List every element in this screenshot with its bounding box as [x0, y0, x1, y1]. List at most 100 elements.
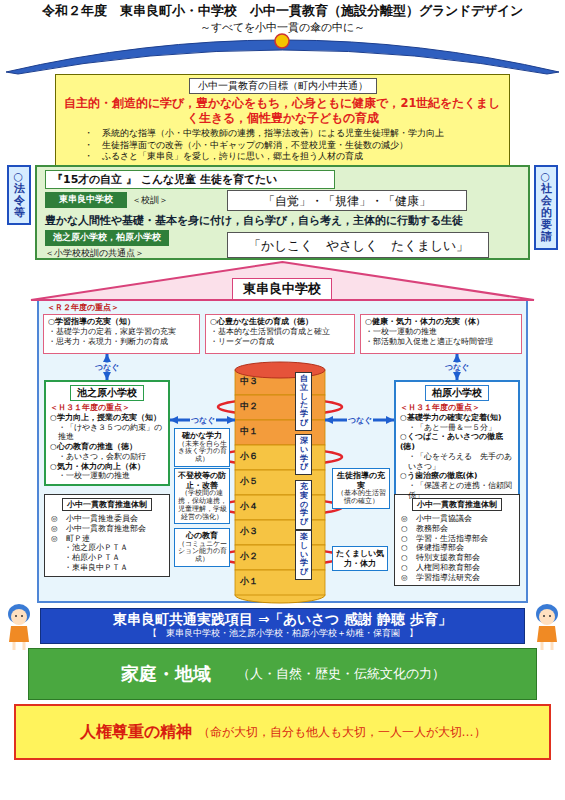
- node-text: ◎ 小中一貫教育推進部会: [48, 524, 166, 534]
- node-text: 【 東串良中学校・池之原小学校・柏原小学校＋幼稚・保育園 】: [45, 628, 520, 639]
- node-text: ・東串良中ＰＴＡ: [48, 563, 166, 573]
- mascot-right: [536, 604, 558, 650]
- node-text: ◎ 町Ｐ連: [48, 534, 166, 544]
- emblem: [275, 34, 289, 48]
- node-text: ・基本的な生活習慣の育成と確立: [210, 327, 350, 337]
- practice-band: 東串良町共通実践項目 ⇒「あいさつ 感謝 静聴 歩育」【 東串良中学校・池之原小…: [40, 608, 525, 644]
- node-text: 自主的・創造的に学び，豊かな心をもち，心身ともに健康で，21世紀をたくましく生き…: [64, 96, 501, 126]
- node-text: 池之原小学校: [70, 385, 144, 401]
- edge-label: つなぐ: [94, 363, 120, 372]
- node-text: 柏原小学校: [425, 385, 489, 401]
- node-text: 中１: [240, 427, 258, 436]
- node-text: ＜校訓＞: [132, 194, 168, 207]
- node-text: 中２: [240, 402, 258, 411]
- node-text: ＜小学校校訓の共通点＞: [45, 247, 144, 260]
- node-text: 小中一貫教育推進体制: [412, 498, 502, 511]
- node-text: （基本的生活習慣の確立）: [335, 490, 387, 506]
- node-text: ・池之原小ＰＴＡ: [48, 543, 166, 553]
- node-text: 小５: [240, 477, 258, 486]
- node-text: （人・自然・歴史・伝統文化の力）: [237, 665, 445, 683]
- node-text: 小中一貫教育の目標（町内小中共通）: [189, 78, 377, 94]
- organization-box: 小中一貫教育推進体制 ◎ 小中一貫推進委員会◎ 小中一貫教育推進部会◎ 町Ｐ連・池…: [44, 494, 170, 577]
- node-text: ・基礎学力の定着，家庭学習の充実: [48, 327, 195, 337]
- school-box: 柏原小学校＜Ｈ３１年度の重点＞○基礎学力の確実な定着(知)・「あと一冊＆一５分」…: [394, 380, 520, 506]
- node-text: 家庭・地域: [121, 662, 211, 686]
- learning-tag: 充実の学び: [295, 480, 312, 530]
- node-text: ・部活動加入促進と適正な時間管理: [365, 337, 517, 347]
- school-tag: 池之原小学校，柏原小学校: [45, 230, 169, 246]
- node-text: ＜Ｒ２年度の重点＞: [47, 302, 119, 313]
- node-text: ○心豊かな生徒の育成（徳）: [210, 317, 350, 327]
- motto-box: 「かしこく やさしく たくましい」: [227, 232, 489, 258]
- priority-box: ○健康・気力・体力の充実（体）・一校一運動の推進・部活動加入促進と適正な時間管理: [360, 314, 522, 354]
- node-text: ○ 特別支援教育部会: [398, 553, 516, 563]
- node-text: ○ 保健指導部会: [398, 543, 516, 553]
- node-text: （学校間の連携，保幼連携，児童理解，学級経営の強化）: [177, 490, 227, 521]
- node-text: ○ 教務部会: [398, 524, 516, 534]
- node-text: （命が大切，自分も他人も大切，一人一人が大切…）: [198, 724, 486, 741]
- grade-cylinder: 自立した学び深い学び充実の学び楽しい学び中３中２中１小６小５小４小３小２小１: [235, 362, 325, 604]
- community-band: 家庭・地域 （人・自然・歴史・伝統文化の力）: [28, 648, 537, 700]
- vertical-label: ○社会的要請: [541, 171, 552, 244]
- node-text: 小２: [240, 552, 258, 561]
- priority-box: ○学習指導の充実（知）・基礎学力の定着，家庭学習の充実・思考力・表現力・判断力の…: [43, 314, 200, 354]
- node-text: 心の教育: [177, 531, 227, 541]
- learning-tag: 自立した学び: [295, 372, 312, 431]
- node-text: ・柏原小ＰＴＡ: [48, 553, 166, 563]
- mascot-left: [8, 604, 30, 650]
- node-text: 人権尊重の精神: [80, 722, 192, 743]
- goal-box: 小中一貫教育の目標（町内小中共通） 自主的・創造的に学び，豊かな心をもち，心身とも…: [55, 74, 510, 167]
- node-text: 確かな学力: [177, 431, 227, 441]
- node-text: 不登校等の防止・改善: [177, 471, 227, 490]
- node-text: ○くつばこ・あいさつの徹底(徳): [400, 432, 514, 452]
- node-text: ○健康・気力・体力の充実（体）: [365, 317, 517, 327]
- node-text: ・「心をそろえる 先手のあいさつ」: [400, 452, 514, 472]
- node-text: 生徒指導の充実: [335, 471, 387, 490]
- node-text: たくましい気力・体力: [335, 549, 385, 568]
- focus-box: 生徒指導の充実（基本的生活習慣の確立）: [332, 468, 390, 509]
- edge-label: つなぐ: [347, 416, 373, 425]
- node-text: ○う歯治療の徹底(体): [400, 471, 514, 481]
- heading-box: 『15才の自立 』 こんな児童 生徒を育てたい: [45, 170, 335, 189]
- school-house: ○学習指導の充実（知）・基礎学力の定着，家庭学習の充実・思考力・表現力・判断力の…: [35, 262, 530, 604]
- node-text: ・あいさつ，会釈の励行: [50, 452, 164, 462]
- node-text: 池之原小学校，柏原小学校: [49, 231, 165, 244]
- node-text: 東串良中学校: [49, 193, 123, 206]
- node-text: ○学習指導の充実（知）: [48, 317, 195, 327]
- node-text: ・思考力・表現力・判断力の育成: [48, 337, 195, 347]
- edge-label: つなぐ: [190, 416, 216, 425]
- school-box: 池之原小学校＜Ｈ３１年度の重点＞○学力向上，授業の充実（知）・「けやき３５つの約…: [44, 380, 170, 486]
- node-text: 豊かな人間性や基礎・基本を身に付け，自ら学び，自ら考え，主体的に行動する生徒: [45, 213, 523, 228]
- node-text: ◎ 小中一貫推進委員会: [48, 514, 166, 524]
- edge-label: つなぐ: [444, 363, 470, 372]
- vertical-label: 充実の学び: [300, 483, 308, 527]
- house-roof: [31, 262, 534, 300]
- node-text: ・ ふるさと「東串良」を愛し，誇りに思い，郷土を担う人材の育成: [64, 151, 501, 163]
- vertical-label: 楽しい学び: [300, 533, 308, 577]
- node-text: ・ 生徒指導面での改善（小・中ギャップの解消，不登校児童・生徒数の減少）: [64, 140, 501, 152]
- node-text: ＜Ｈ３１年度の重点＞: [400, 403, 514, 413]
- focus-box: 心の教育（コミュニケーション能力の育成）: [174, 528, 230, 567]
- organization-box: 小中一貫教育推進体制◎ 小中一貫協議会○ 教務部会○ 学習・生活指導部会○ 保健…: [394, 494, 520, 586]
- node-text: 東串良中学校: [232, 278, 332, 300]
- node-text: 小中一貫教育推進体制: [62, 498, 152, 511]
- side-column: ○法令等: [7, 165, 31, 225]
- motto-box: 「自覚」・「規律」・「健康」: [227, 190, 467, 211]
- vertical-label: 深い学び: [300, 437, 308, 472]
- diagram-title: 令和２年度 東串良町小・中学校 小中一貫教育（施設分離型）グランドデザイン: [0, 3, 565, 20]
- node-text: ○学力向上，授業の充実（知）: [50, 413, 164, 423]
- node-text: ○基礎学力の確実な定着(知): [400, 413, 514, 423]
- learning-tag: 深い学び: [295, 434, 312, 475]
- node-text: 小４: [240, 502, 258, 511]
- node-text: ・一校一運動の推進: [50, 471, 164, 481]
- focus-box: たくましい気力・体力: [332, 546, 388, 571]
- node-text: ○心の教育の推進（徳）: [50, 442, 164, 452]
- vertical-label: 自立した学び: [300, 375, 308, 428]
- node-text: 『15才の自立 』 こんな児童 生徒を育てたい: [52, 172, 328, 187]
- node-text: 小６: [240, 452, 258, 461]
- side-column: ○社会的要請: [534, 165, 558, 250]
- node-text: （未来を自ら生き抜く学力の育成）: [177, 441, 227, 464]
- node-text: ・リーダーの育成: [210, 337, 350, 347]
- node-text: 「かしこく やさしく たくましい」: [228, 237, 488, 255]
- learning-tag: 楽しい学び: [295, 530, 312, 580]
